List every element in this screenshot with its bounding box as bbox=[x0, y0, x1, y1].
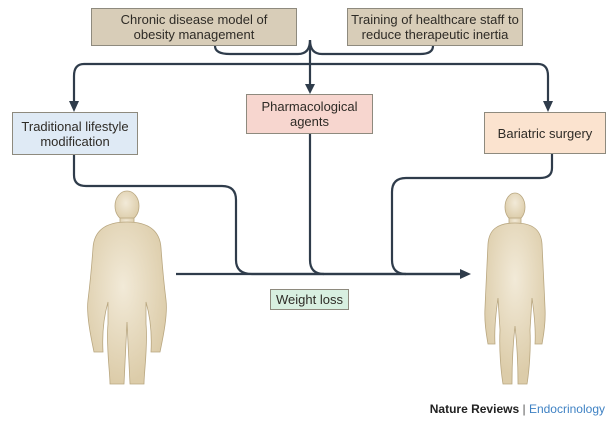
pharmacological-label: Pharmacological agents bbox=[261, 99, 358, 129]
lifestyle-box: Traditional lifestyle modification bbox=[12, 112, 138, 155]
connector-distribution bbox=[72, 62, 550, 101]
arrow-lifestyle bbox=[69, 101, 79, 112]
right-person-icon bbox=[484, 192, 546, 385]
arrow-surgery bbox=[543, 101, 553, 112]
connector-pharma bbox=[308, 134, 325, 276]
pharmacological-box: Pharmacological agents bbox=[246, 94, 373, 134]
arrow-weight-loss bbox=[460, 269, 471, 279]
chronic-disease-box: Chronic disease model of obesity managem… bbox=[91, 8, 297, 46]
arrow-pharma bbox=[305, 84, 315, 94]
journal-name: Endocrinology bbox=[528, 402, 605, 416]
weight-loss-label: Weight loss bbox=[276, 292, 343, 307]
bariatric-box: Bariatric surgery bbox=[484, 112, 606, 154]
training-label: Training of healthcare staff to reduce t… bbox=[351, 12, 519, 42]
journal-credit: Nature Reviews | Endocrinology bbox=[430, 402, 605, 416]
brand-name: Nature Reviews bbox=[429, 402, 520, 416]
bariatric-label: Bariatric surgery bbox=[497, 125, 593, 141]
chronic-disease-label: Chronic disease model of obesity managem… bbox=[120, 12, 268, 42]
connector-lifestyle bbox=[72, 155, 460, 276]
connector-lines bbox=[72, 39, 554, 276]
credit-separator: | bbox=[522, 402, 526, 416]
weight-loss-box: Weight loss bbox=[270, 289, 349, 310]
training-box: Training of healthcare staff to reduce t… bbox=[347, 8, 523, 46]
connector-surgery bbox=[390, 154, 554, 276]
left-person-icon bbox=[87, 190, 167, 385]
lifestyle-label: Traditional lifestyle modification bbox=[21, 118, 129, 149]
arrowheads bbox=[69, 84, 553, 279]
